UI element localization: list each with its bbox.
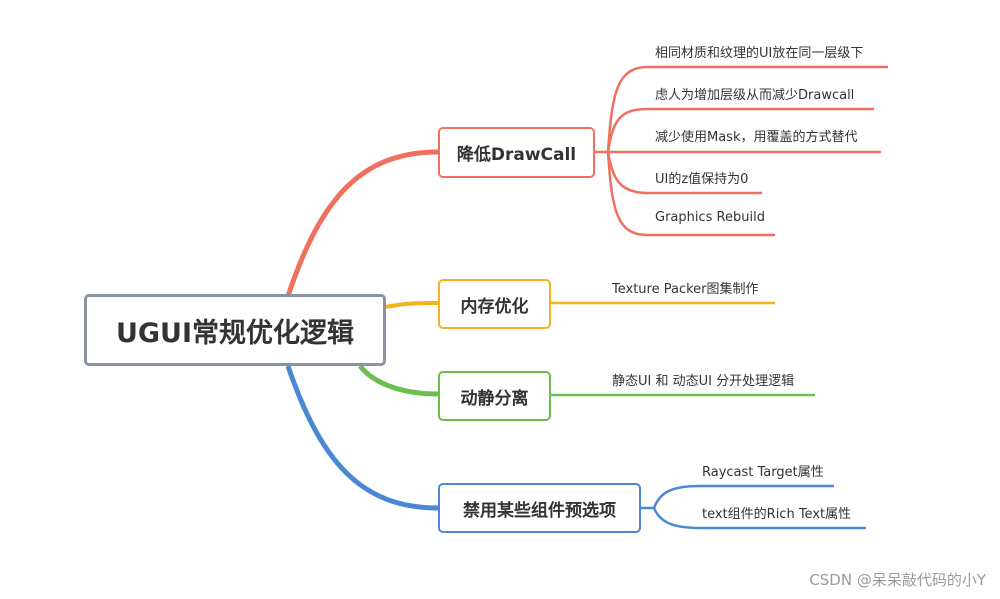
leaf-ui-z-zero[interactable]: UI的z值保持为0 (655, 172, 749, 187)
watermark: CSDN @呆呆敲代码的小Y (809, 571, 986, 589)
branch-reduce-drawcall[interactable]: 降低DrawCall (438, 127, 595, 178)
leaf-graphics-rebuild[interactable]: Graphics Rebuild (655, 210, 765, 225)
leaves-disable-connectors (641, 484, 866, 530)
leaf-texture-packer-atlas[interactable]: Texture Packer图集制作 (612, 282, 759, 297)
leaf-rich-text[interactable]: text组件的Rich Text属性 (702, 507, 852, 522)
trunk-memory (385, 301, 439, 309)
leaves-drawcall-connectors (595, 65, 888, 237)
leaf-avoid-extra-layers[interactable]: 虑人为增加层级从而减少Drawcall (655, 88, 855, 103)
trunk-drawcall (285, 149, 439, 297)
trunk-disable-components (285, 365, 439, 511)
branch-memory-optimization[interactable]: 内存优化 (438, 279, 551, 329)
branch-disable-component-options[interactable]: 禁用某些组件预选项 (438, 483, 641, 533)
leaf-same-material-same-layer[interactable]: 相同材质和纹理的UI放在同一层级下 (655, 46, 864, 61)
leaf-raycast-target[interactable]: Raycast Target属性 (702, 465, 824, 480)
branch-static-dynamic-separation[interactable]: 动静分离 (438, 371, 551, 421)
trunk-static-dynamic (358, 364, 439, 397)
central-topic[interactable]: UGUI常规优化逻辑 (84, 294, 386, 366)
leaf-static-dynamic-ui-split[interactable]: 静态UI 和 动态UI 分开处理逻辑 (612, 374, 795, 389)
leaf-reduce-mask-usage[interactable]: 减少使用Mask，用覆盖的方式替代 (655, 130, 858, 145)
